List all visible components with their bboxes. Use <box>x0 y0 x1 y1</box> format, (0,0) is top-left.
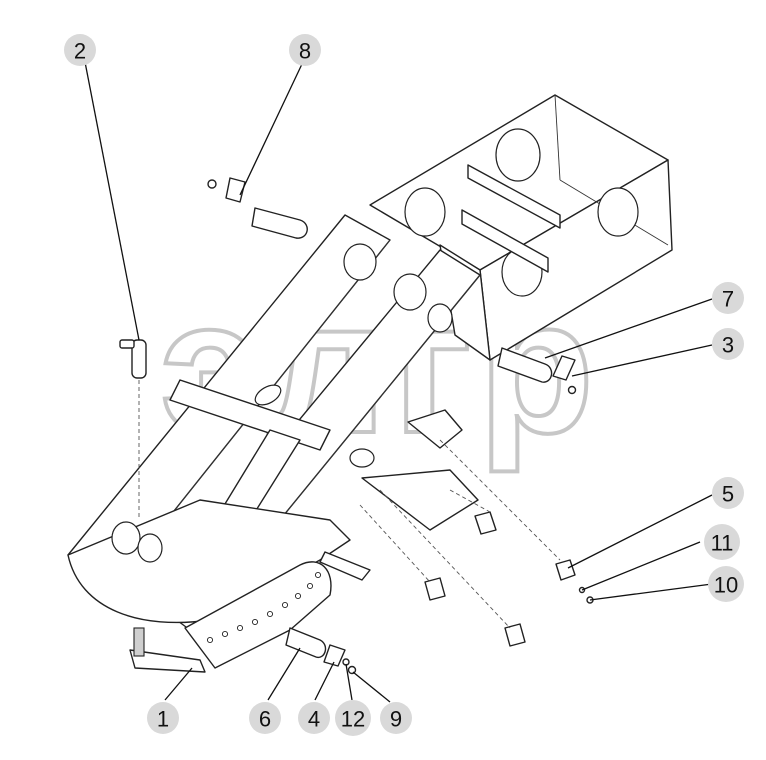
turntable-plate <box>184 561 332 669</box>
part5-bracket <box>555 559 576 581</box>
plate-holes <box>206 571 322 644</box>
part8-plate <box>225 177 246 203</box>
cross-tube <box>467 164 561 229</box>
arm-boss-2 <box>393 273 427 311</box>
foot-right <box>319 551 371 581</box>
leader-3 <box>571 344 713 377</box>
callout-8: 8 <box>289 34 321 66</box>
leader-6 <box>267 647 301 701</box>
callout-3: 3 <box>712 328 744 360</box>
callout-6: 6 <box>249 702 281 734</box>
callout-9: 9 <box>380 702 412 734</box>
rear-box-port-4 <box>597 187 639 237</box>
frame-assembly <box>67 94 673 673</box>
bracket-lower <box>361 469 479 531</box>
callout-7: 7 <box>712 282 744 314</box>
leader-5 <box>567 494 713 569</box>
part8-pin <box>251 207 308 239</box>
callout-12: 12 <box>335 700 371 736</box>
callout-6-label: 6 <box>259 707 271 732</box>
assembly-line-2 <box>379 489 511 629</box>
leader-8 <box>239 63 303 196</box>
arm-boss-1 <box>343 243 377 281</box>
part8-bolt <box>207 179 217 189</box>
loose-parts <box>119 177 594 675</box>
part4-plate <box>323 644 346 667</box>
front-bushing-right <box>137 533 163 563</box>
arm-slot <box>254 384 282 406</box>
leader-12 <box>345 663 353 701</box>
callout-7-label: 7 <box>722 287 734 312</box>
callout-3-label: 3 <box>722 333 734 358</box>
pin-stub <box>133 627 145 657</box>
rear-box-port-2 <box>404 187 446 237</box>
assembly-line-4 <box>449 489 491 513</box>
callout-5-label: 5 <box>722 482 734 507</box>
foot-left <box>129 649 206 673</box>
part3-bolt <box>567 385 577 395</box>
part7-pin <box>497 347 553 383</box>
rear-box-port-1 <box>495 128 541 182</box>
callout-1-label: 1 <box>157 707 169 732</box>
callout-4: 4 <box>298 702 330 734</box>
front-bushing-left <box>111 521 141 555</box>
leader-7 <box>544 298 713 359</box>
callout-9-label: 9 <box>390 707 402 732</box>
leader-2 <box>84 61 140 341</box>
callout-4-label: 4 <box>308 707 320 732</box>
leader-10 <box>589 583 713 601</box>
part3-plate <box>552 355 576 381</box>
diagonal-brace <box>169 379 331 451</box>
rear-box-edge <box>554 94 561 181</box>
part2-head <box>119 339 135 349</box>
bracket-small-3 <box>504 623 526 647</box>
callout-12-label: 12 <box>341 707 365 732</box>
assembly-line-3 <box>359 504 431 583</box>
arm-boss-3 <box>427 303 453 333</box>
bracket-ellipse <box>349 448 375 468</box>
callouts: 2 8 7 3 5 11 10 1 <box>64 34 744 736</box>
leader-11 <box>581 541 701 591</box>
callout-11-label: 11 <box>711 531 734 556</box>
leader-4 <box>314 661 335 701</box>
callout-10-label: 10 <box>714 573 738 598</box>
callout-5: 5 <box>712 477 744 509</box>
callout-8-label: 8 <box>299 39 311 64</box>
part6-pin <box>285 627 327 659</box>
part9-bolt <box>347 665 357 675</box>
leader-9 <box>352 671 391 703</box>
callout-11: 11 <box>704 524 740 560</box>
cross-tube-2 <box>461 209 549 273</box>
leader-lines <box>84 61 713 703</box>
assembly-line-1 <box>439 439 561 561</box>
callout-2: 2 <box>64 34 96 66</box>
leader-1 <box>164 667 193 701</box>
callout-10: 10 <box>708 566 744 602</box>
bracket-upper <box>407 409 463 449</box>
bracket-small-1 <box>474 511 497 535</box>
callout-2-label: 2 <box>74 39 86 64</box>
callout-1: 1 <box>147 702 179 734</box>
bracket-small-2 <box>424 577 446 601</box>
